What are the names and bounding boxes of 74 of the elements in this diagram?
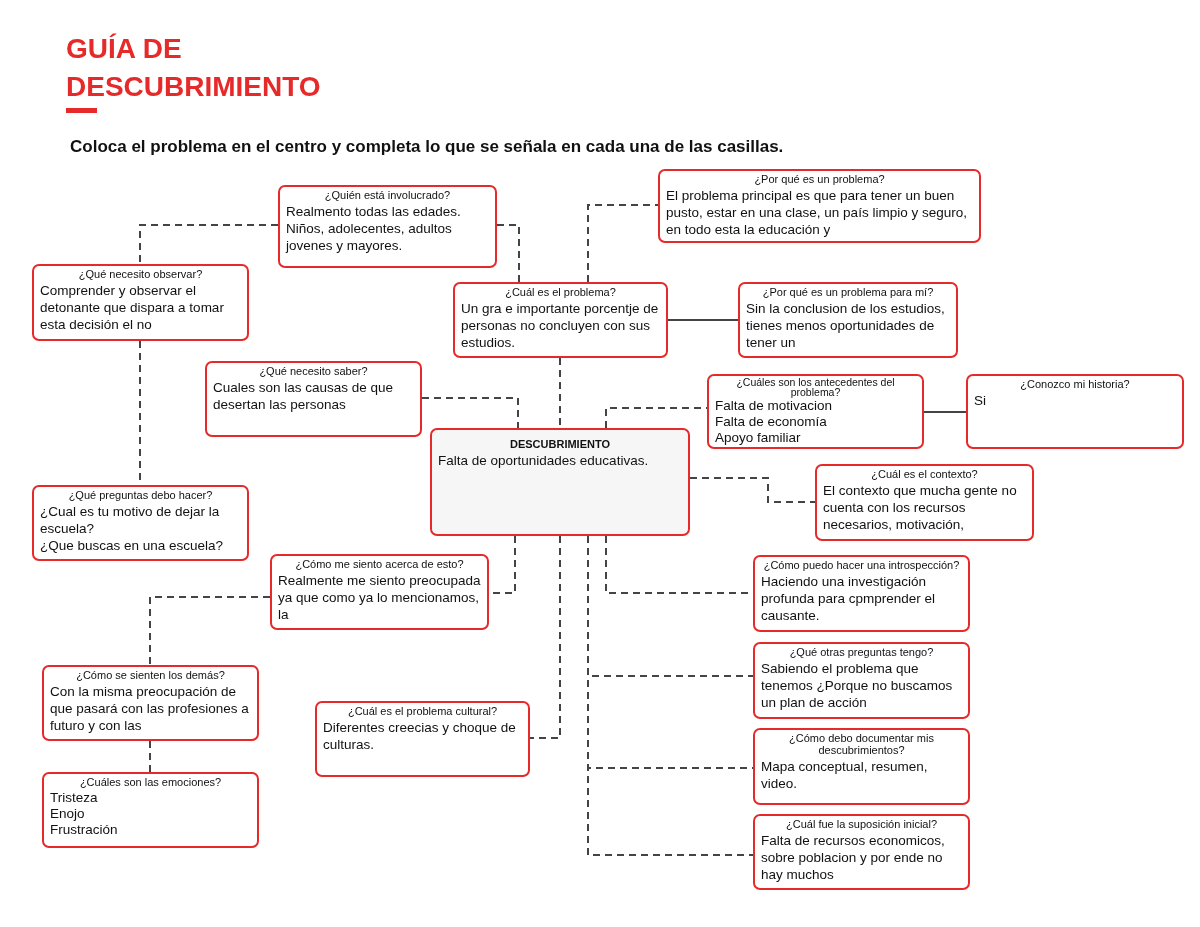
answer-text: Apoyo familiar [715,430,802,446]
answer-text: Realmento todas las edades. Niños, adolecentes, adultos jovenes y mayores. [286,203,462,254]
connector-line [421,397,519,429]
answer-text: Un gra e importante porcentje de personas no concluyen con sus estudios. [461,300,660,351]
connector-line [496,224,520,283]
question-heading: ¿Cuál es el contexto? [870,468,979,480]
question-heading: ¿Cuáles son las emociones? [78,776,223,788]
question-box [205,361,422,437]
answer-text: Enojo [50,806,86,822]
central-problem-box [430,428,690,536]
question-heading: ¿Por qué es un problema? [753,173,886,185]
question-heading: ¿Cómo me siento acerca de esto? [294,558,465,570]
answer-text: ¿Que buscas en una escuela? [40,537,225,554]
question-heading: ¿Cómo se sienten los demás? [75,669,226,681]
answer-text: Si [974,392,987,409]
instruction-text: Coloca el problema en el centro y completa lo que se señala en cada una de las casillas. [70,137,784,157]
answer-text: Falta de recursos economicos, sobre poblacion y por ende no hay muchos [761,832,946,883]
question-heading: ¿Qué necesito observar? [77,268,204,280]
answer-text: El contexto que mucha gente no cuenta con los recursos necesarios, motivación, [823,482,1018,533]
question-box [753,555,970,632]
question-box [707,374,924,449]
question-box [32,485,249,561]
question-box [32,264,249,341]
question-heading: ¿Qué otras preguntas tengo? [788,646,935,658]
answer-text: Sin la conclusion de los estudios, tienes menos oportunidades de tener un [746,300,946,351]
title: GUÍA DE DESCUBRIMIENTO [66,32,322,104]
question-heading: ¿Qué preguntas debo hacer? [67,489,214,501]
connector-line [587,204,659,283]
answer-text: Frustración [50,822,119,838]
answer-text: ¿Cual es tu motivo de dejar la escuela? [40,503,221,537]
answer-text: Falta de motivacion [715,398,834,414]
answer-text: Realmente me siento preocupada ya que como ya lo mencionamos, la [278,572,481,623]
connector-line [667,319,739,321]
answer-text: Cuales son las causas de que desertan las personas [213,379,395,413]
connector-line [529,535,561,739]
answer-text: Mapa conceptual, resumen, video. [761,758,929,792]
connector-line [139,224,279,265]
answer-text: El problema principal es que para tener un buen pusto, estar en una clase, un país limpio y seguro, en todo esta la educación y [666,187,968,238]
answer-text: Sabiendo el problema que tenemos ¿Porque no buscamos un plan de acción [761,660,954,711]
question-box [753,642,970,719]
question-heading: ¿Cómo puedo hacer una introspección? [762,559,961,571]
question-heading: ¿Por qué es un problema para mí? [761,286,935,298]
question-heading: ¿Quién está involucrado? [323,189,452,201]
connector-line [923,411,967,413]
question-box [42,665,259,741]
question-box [658,169,981,243]
answer-text: Con la misma preocupación de que pasará con las profesiones a futuro y con las [50,683,250,734]
question-box [278,185,497,268]
question-box [815,464,1034,541]
question-box [270,554,489,630]
question-box [738,282,958,358]
question-box [315,701,530,777]
answer-text: Haciendo una investigación profunda para cpmprender el causante. [761,573,937,624]
connector-line [149,596,271,666]
question-heading: ¿Cómo debo documentar mis descubrimientos? [788,732,935,756]
question-heading: ¿Cuál es el problema cultural? [346,705,499,717]
question-box [753,814,970,890]
question-box [753,728,970,805]
answer-text: Diferentes creecias y choque de culturas. [323,719,517,753]
connector-line [149,740,151,773]
question-heading: ¿Cuáles son los antecedentes del problema? [735,377,896,397]
question-heading: ¿Qué necesito saber? [258,365,369,377]
question-heading: ¿Cuál fue la suposición inicial? [785,818,938,830]
answer-text: Falta de oportunidades educativas. [438,452,650,469]
question-box [966,374,1184,449]
question-heading: ¿Cuál es el problema? [504,286,617,298]
connector-line [689,477,816,503]
question-box [42,772,259,848]
answer-text: Falta de economía [715,414,828,430]
question-heading: ¿Conozco mi historia? [1019,378,1131,390]
answer-text: Tristeza [50,790,99,806]
question-box [453,282,668,358]
answer-text: Comprender y observar el detonante que dispara a tomar esta decisión el no [40,282,225,333]
question-heading: DESCUBRIMIENTO [509,438,611,450]
